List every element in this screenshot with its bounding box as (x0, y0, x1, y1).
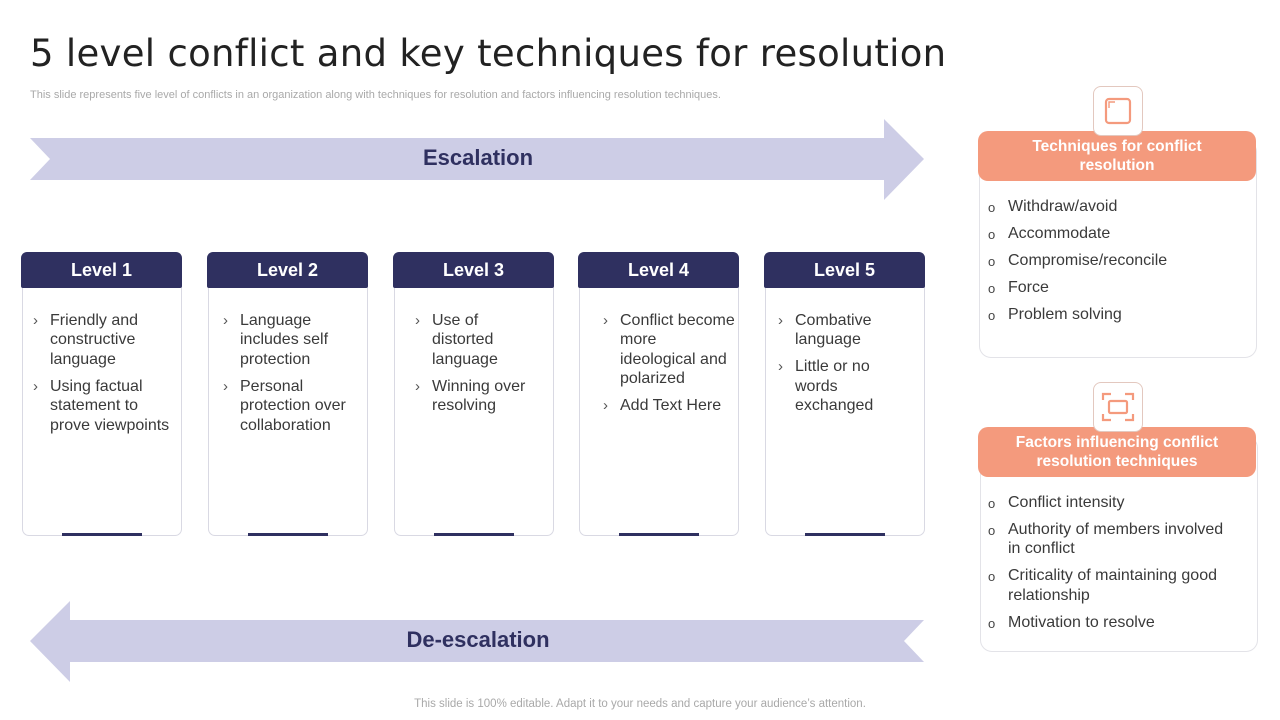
footer-note: This slide is 100% editable. Adapt it to… (414, 698, 866, 710)
level-bottom-bar (619, 533, 699, 536)
chevron-right-icon: › (603, 397, 608, 415)
bullet-icon: o (988, 200, 996, 215)
level-card-3: Level 3 ›Use of distorted language ›Winn… (393, 252, 554, 536)
page-title: 5 level conflict and key techniques for … (30, 32, 947, 75)
focus-frame-icon (1093, 382, 1143, 432)
level-bottom-bar (805, 533, 885, 536)
list-item: ›Add Text Here (603, 397, 722, 415)
level-list: ›Use of distorted language ›Winning over… (415, 311, 544, 423)
level-heading: Level 3 (393, 252, 554, 288)
level-card-body (394, 252, 554, 536)
list-item: ›Combative language (778, 312, 872, 349)
bullet-icon: o (988, 569, 996, 585)
bullet-icon: o (988, 280, 996, 296)
level-bottom-bar (248, 533, 328, 536)
level-heading: Level 1 (21, 252, 182, 288)
chevron-right-icon: › (33, 312, 38, 329)
level-card-body (579, 252, 739, 536)
square-frame-icon (1093, 86, 1143, 136)
chevron-right-icon: › (603, 312, 608, 329)
level-card-body (208, 252, 368, 536)
bullet-icon: o (988, 307, 996, 323)
level-bottom-bar (62, 533, 142, 536)
level-list: ›Conflict become more ideological and po… (603, 311, 736, 423)
level-bottom-bar (434, 533, 514, 536)
level-heading: Level 4 (578, 252, 739, 288)
de-escalation-arrow (30, 601, 924, 682)
escalation-arrow (30, 119, 924, 200)
factors-heading: Factors influencing conflict resolution … (978, 427, 1256, 477)
page-subtitle: This slide represents five level of conf… (30, 89, 721, 101)
list-item: ›Conflict become more ideological and po… (603, 312, 735, 388)
list-item: ›Using factual statement to prove viewpo… (33, 377, 170, 434)
level-heading: Level 2 (207, 252, 368, 288)
bullet-icon: o (988, 615, 996, 631)
chevron-right-icon: › (223, 377, 228, 395)
bullet-icon: o (988, 522, 996, 538)
chevron-right-icon: › (415, 312, 420, 329)
de-escalation-label: De-escalation (406, 627, 550, 652)
techniques-heading: Techniques for conflict resolution (978, 131, 1256, 181)
list-item: ›Little or no words exchanged (778, 358, 874, 415)
bullet-icon: o (988, 253, 996, 269)
list-item: ›Language includes self protection (223, 312, 329, 368)
level-list: ›Language includes self protection ›Pers… (223, 311, 360, 442)
level-card-2: Level 2 ›Language includes self protecti… (207, 252, 368, 536)
chevron-right-icon: › (415, 377, 420, 395)
list-item: ›Winning over resolving (415, 377, 526, 415)
level-list: ›Combative language ›Little or no words … (778, 311, 915, 423)
bullet-icon: o (988, 226, 996, 242)
chevron-right-icon: › (778, 358, 783, 376)
list-item: ›Friendly and constructive language (33, 312, 139, 368)
chevron-right-icon: › (778, 312, 783, 329)
list-item: ›Personal protection over collaboration (223, 377, 346, 434)
level-card-4: Level 4 ›Conflict become more ideologica… (578, 252, 739, 536)
level-list: ›Friendly and constructive language ›Usi… (33, 311, 178, 442)
level-heading: Level 5 (764, 252, 925, 288)
chevron-right-icon: › (223, 312, 228, 329)
chevron-right-icon: › (33, 377, 38, 395)
level-card-5: Level 5 ›Combative language ›Little or n… (764, 252, 925, 536)
level-card-1: Level 1 ›Friendly and constructive langu… (21, 252, 182, 536)
list-item: ›Use of distorted language (415, 312, 498, 368)
escalation-label: Escalation (422, 145, 534, 170)
level-card-body (765, 252, 925, 536)
bullet-icon: o (988, 496, 996, 511)
